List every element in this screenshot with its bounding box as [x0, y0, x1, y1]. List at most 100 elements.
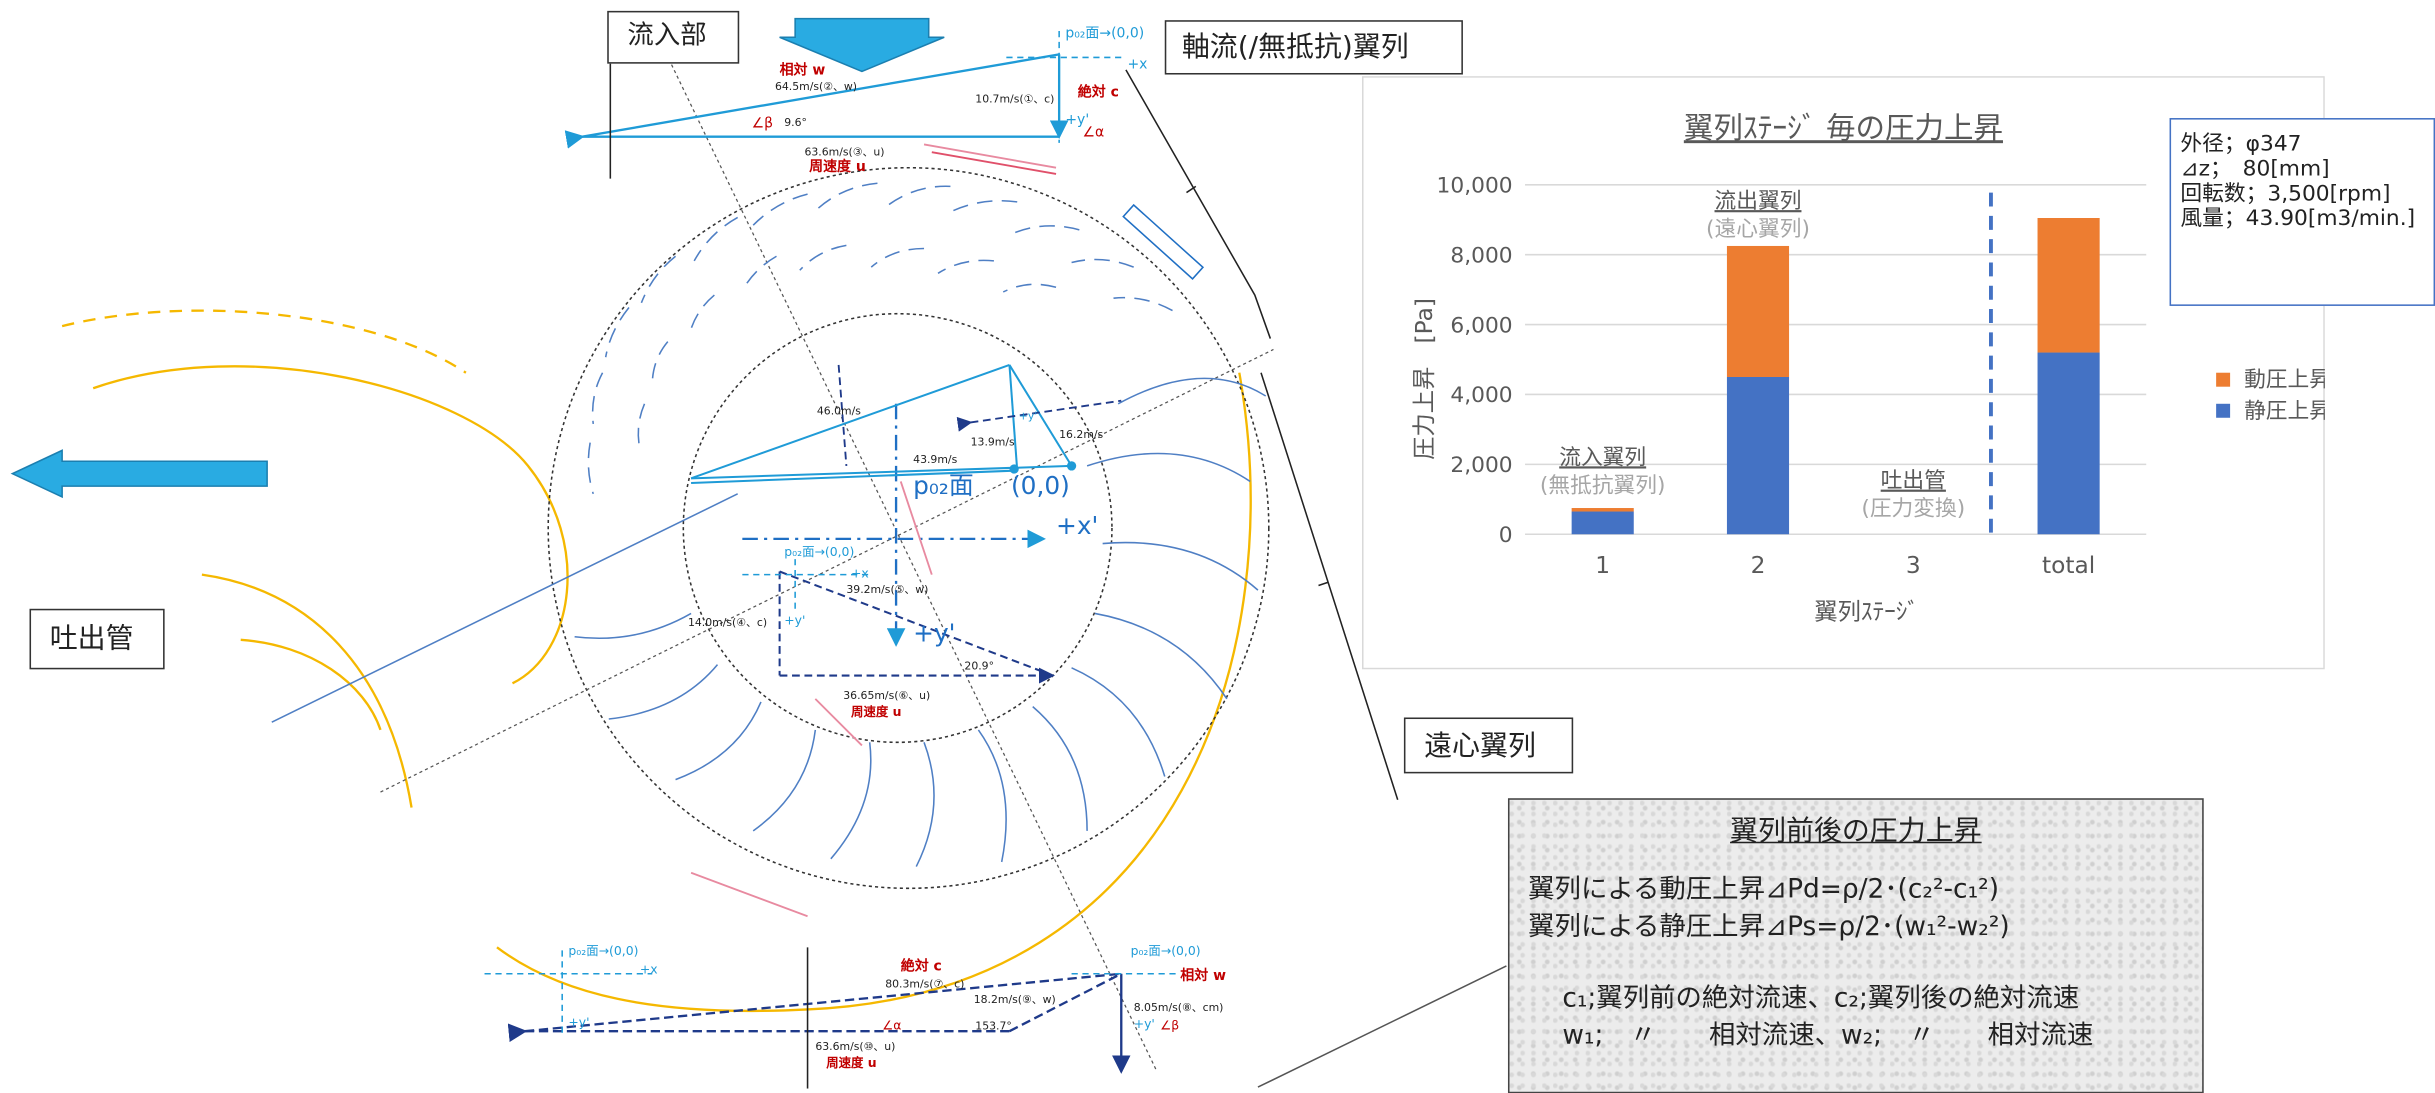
formula-note: 翼列前後の圧力上昇 翼列による動圧上昇⊿Pd=ρ/2･(c₂²-c₁²) 翼列に…	[1507, 798, 2204, 1093]
bottom-triangle	[507, 972, 1122, 1043]
centrifugal-blades	[574, 377, 1267, 867]
svg-text:36.65m/s(⑥、u): 36.65m/s(⑥、u)	[843, 689, 930, 702]
svg-text:絶対 c: 絶対 c	[901, 958, 942, 975]
stage-annotation-sub: (無抵抗翼列)	[1540, 473, 1666, 498]
casing-curves	[61, 309, 1252, 1013]
outer-circle	[547, 166, 1270, 890]
formula-static: 翼列による静圧上昇⊿Ps=ρ/2･(w₁²-w₂²)	[1528, 911, 2010, 943]
discharge-arrow	[10, 449, 268, 499]
svg-text:16.2m/s: 16.2m/s	[1059, 428, 1103, 441]
svg-text:+x': +x'	[1056, 511, 1098, 540]
center-plane-label: p₀₂面	[913, 471, 973, 500]
stage-annotation: 流出翼列	[1715, 189, 1802, 214]
svg-text:13.9m/s: 13.9m/s	[971, 436, 1015, 449]
svg-text:153.7°: 153.7°	[975, 1020, 1012, 1033]
svg-text:10.7m/s(①、c): 10.7m/s(①、c)	[975, 92, 1054, 105]
svg-text:∠α: ∠α	[882, 1018, 901, 1033]
svg-text:p₀₂面→(0,0): p₀₂面→(0,0)	[1131, 943, 1201, 958]
center-origin: (0,0)	[1011, 471, 1070, 500]
svg-text:相対 w: 相対 w	[1180, 967, 1226, 984]
svg-text:+x: +x	[851, 566, 869, 581]
chart-ylabel: 圧力上昇 [Pa]	[1411, 298, 1438, 460]
svg-text:80.3m/s(⑦、c): 80.3m/s(⑦、c)	[885, 978, 964, 991]
svg-text:14.0m/s(④、c): 14.0m/s(④、c)	[688, 616, 767, 629]
inflow-label: 流入部	[607, 10, 740, 64]
svg-text:絶対 c: 絶対 c	[1078, 83, 1119, 100]
stage-annotation-sub: (圧力変換)	[1861, 497, 1965, 522]
legend-swatch	[2216, 403, 2231, 418]
definition-c: c₁;翼列前の絶対流速、c₂;翼列後の絶対流速	[1562, 983, 2080, 1015]
note-title: 翼列前後の圧力上昇	[1730, 815, 1982, 848]
svg-text:+y': +y'	[913, 618, 955, 647]
svg-text:8.05m/s(⑧、cm): 8.05m/s(⑧、cm)	[1134, 1001, 1224, 1014]
svg-text:p₀₂面→(0,0): p₀₂面→(0,0)	[784, 544, 854, 559]
svg-text:周速度 u: 周速度 u	[851, 704, 901, 719]
x-tick-label: 1	[1595, 552, 1610, 579]
stage-annotation: 流入翼列	[1559, 445, 1646, 470]
axial-blades	[587, 182, 1173, 495]
inner-circle	[682, 312, 1113, 744]
legend-label: 動圧上昇	[2244, 368, 2325, 393]
x-tick-label: 3	[1906, 552, 1921, 579]
chart-title: 翼列ｽﾃｰｼﾞ 毎の圧力上昇	[1684, 111, 2003, 145]
stage-annotation: 吐出管	[1881, 469, 1946, 494]
svg-text:∠β: ∠β	[1160, 1018, 1179, 1033]
y-tick-label: 10,000	[1437, 174, 1513, 199]
bar-静圧上昇	[1571, 511, 1634, 535]
svg-text:18.2m/s(⑨、w): 18.2m/s(⑨、w)	[974, 993, 1056, 1006]
svg-text:+y': +y'	[1065, 112, 1089, 128]
spec-line: 回転数；3,500[rpm]	[2180, 181, 2391, 207]
y-tick-label: 4,000	[1450, 383, 1512, 408]
svg-text:+x: +x	[1127, 56, 1147, 72]
x-tick-label: total	[2042, 552, 2095, 579]
svg-text:46.0m/s: 46.0m/s	[817, 405, 861, 418]
svg-text:+y': +y'	[1134, 1016, 1155, 1031]
svg-text:63.6m/s(③、u): 63.6m/s(③、u)	[804, 145, 884, 158]
svg-text:64.5m/s(②、w): 64.5m/s(②、w)	[775, 80, 857, 93]
top-w-title: 相対 w	[780, 62, 826, 79]
svg-text:39.2m/s(⑤、w): 39.2m/s(⑤、w)	[846, 583, 928, 596]
bar-動圧上昇	[1726, 245, 1790, 377]
y-tick-label: 2,000	[1450, 453, 1512, 478]
svg-text:+y': +y'	[784, 612, 805, 627]
y-tick-label: 8,000	[1450, 243, 1512, 268]
center-triangle	[690, 364, 1073, 484]
svg-text:63.6m/s(⑩、u): 63.6m/s(⑩、u)	[815, 1040, 895, 1053]
spec-line: ⊿z； 80[mm]	[2180, 156, 2330, 182]
svg-text:9.6°: 9.6°	[784, 116, 807, 129]
bar-動圧上昇	[1571, 508, 1634, 512]
formula-dynamic: 翼列による動圧上昇⊿Pd=ρ/2･(c₂²-c₁²)	[1528, 874, 2000, 906]
y-tick-label: 6,000	[1450, 313, 1512, 338]
pressure-rise-chart: 翼列ｽﾃｰｼﾞ 毎の圧力上昇 圧力上昇 [Pa] 翼列ｽﾃｰｼﾞ 0 2,000 4…	[1361, 76, 2325, 670]
chart-xlabel: 翼列ｽﾃｰｼﾞ	[1814, 599, 1919, 626]
bar-静圧上昇	[2037, 352, 2100, 535]
svg-text:+y': +y'	[1019, 409, 1038, 422]
svg-text:周速度 u: 周速度 u	[809, 158, 866, 175]
top-origin: p₀₂面→(0,0)	[1065, 25, 1144, 41]
stage-annotation-sub: (遠心翼列)	[1706, 217, 1810, 242]
centrifugal-row-label: 遠心翼列	[1403, 717, 1574, 774]
y-tick-label: 0	[1499, 523, 1513, 548]
inflow-arrow	[779, 17, 945, 73]
svg-text:20.9°: 20.9°	[964, 659, 994, 672]
x-tick-label: 2	[1751, 552, 1766, 579]
legend-label: 静圧上昇	[2244, 399, 2325, 424]
bar-動圧上昇	[2037, 218, 2100, 353]
discharge-pipe-label: 吐出管	[29, 608, 165, 670]
svg-text:p₀₂面→(0,0): p₀₂面→(0,0)	[568, 943, 638, 958]
svg-text:+y': +y'	[568, 1015, 589, 1030]
spec-line: 風量；43.90[m3/min.]	[2180, 206, 2416, 232]
bar-静圧上昇	[1726, 376, 1790, 535]
svg-text:∠β: ∠β	[752, 115, 773, 131]
svg-text:+x: +x	[640, 962, 658, 977]
spec-line: 外径；φ347	[2180, 132, 2302, 157]
axial-row-label: 軸流(/無抵抗)翼列	[1164, 20, 1463, 75]
svg-text:∠α: ∠α	[1082, 125, 1104, 141]
definition-w: w₁; 〃 相対流速、w₂; 〃 相対流速	[1562, 1020, 2094, 1052]
svg-text:周速度 u: 周速度 u	[826, 1055, 876, 1070]
spec-box: 外径；φ347 ⊿z； 80[mm] 回転数；3,500[rpm] 風量；43.…	[2169, 118, 2435, 306]
svg-text:43.9m/s: 43.9m/s	[913, 453, 957, 466]
legend-swatch	[2216, 372, 2231, 387]
